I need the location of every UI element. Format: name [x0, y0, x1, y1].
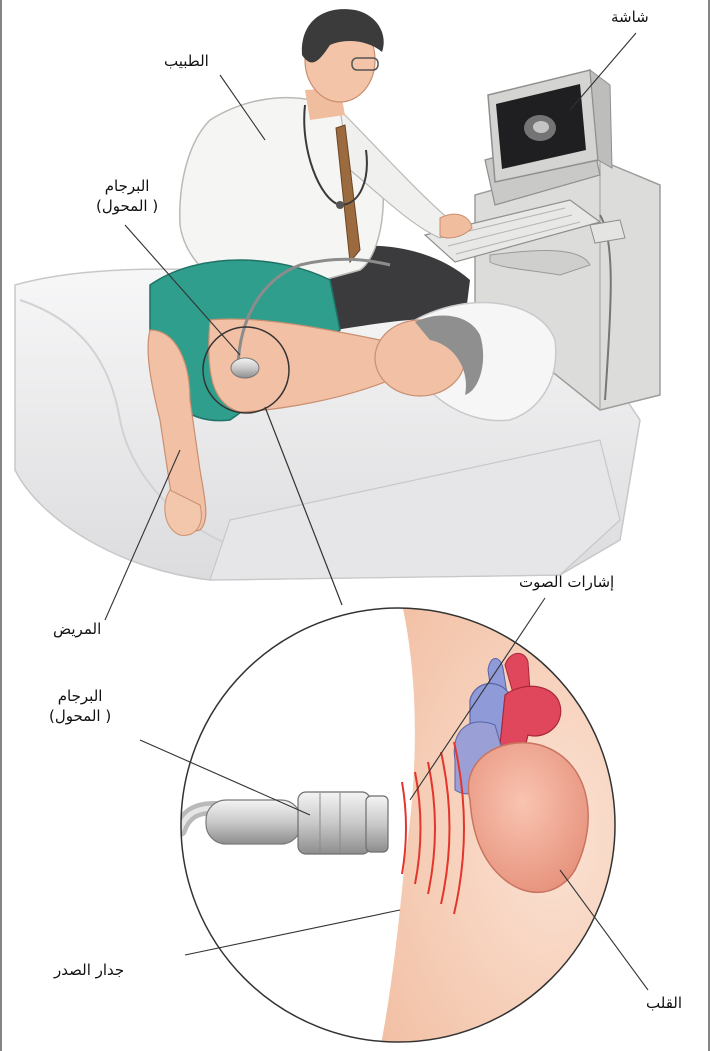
label-chest-wall: جدار الصدر [54, 960, 124, 980]
label-transducer-bottom: البرجام ( المحول) [49, 686, 111, 726]
label-transducer-top: البرجام ( المحول) [96, 176, 158, 216]
label-transducer-top-line1: البرجام [96, 176, 158, 196]
label-heart: القلب [646, 993, 682, 1013]
label-patient: المريض [53, 619, 101, 639]
label-monitor: شاشة [611, 7, 649, 27]
probe-top [231, 358, 259, 378]
label-sound-signals: إشارات الصوت [519, 572, 614, 592]
zoom-view [180, 560, 700, 1051]
label-transducer-bottom-line2: ( المحول) [49, 706, 111, 726]
label-transducer-top-line2: ( المحول) [96, 196, 158, 216]
label-doctor: الطبيب [164, 51, 209, 71]
label-transducer-bottom-line1: البرجام [49, 686, 111, 706]
